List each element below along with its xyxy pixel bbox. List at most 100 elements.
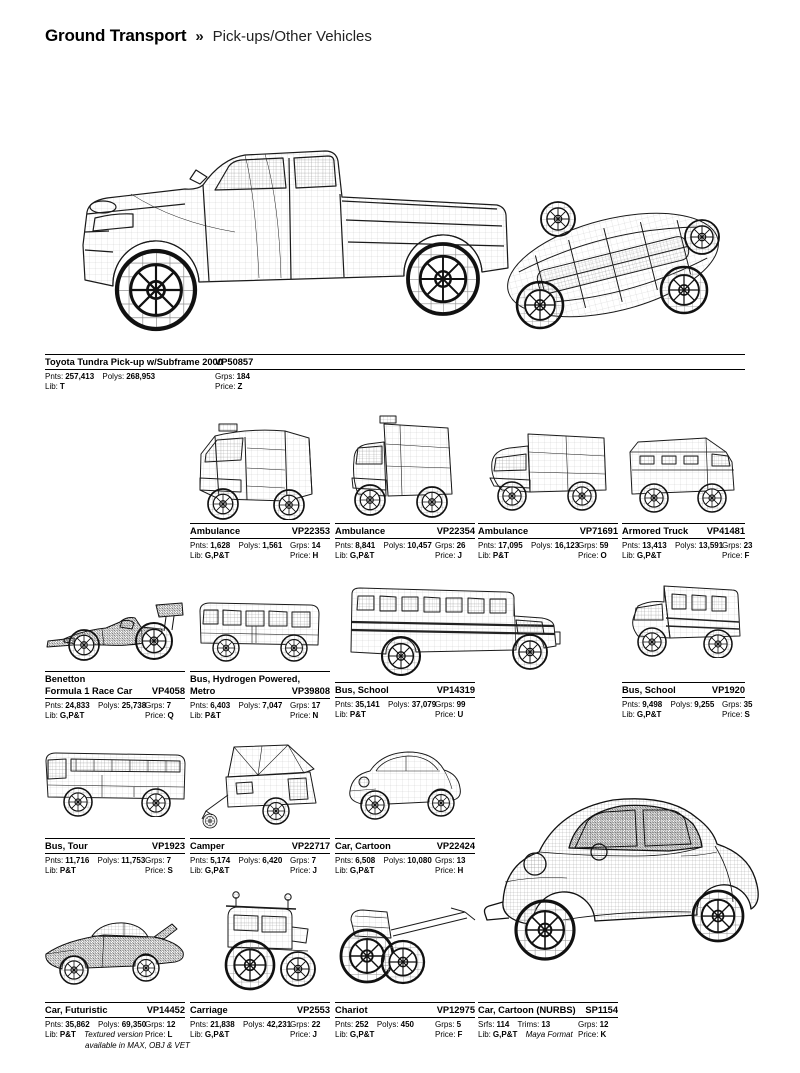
divider xyxy=(478,1002,618,1003)
divider xyxy=(622,523,745,524)
stat-lib: Lib:G,P&T xyxy=(622,551,661,560)
divider xyxy=(190,697,330,699)
stat-label: Grps: xyxy=(145,855,165,865)
stats-line: Pnts:6,508 Polys:10,080 Grps:13 xyxy=(335,856,475,867)
stat-label: Lib: xyxy=(335,1030,348,1039)
stat-polys: Polys:10,080 xyxy=(384,856,432,865)
stat-value: Z xyxy=(237,382,243,391)
stat-value: 5 xyxy=(456,1019,462,1029)
stat-label: Polys: xyxy=(387,699,410,709)
stat-polys: Polys:450 xyxy=(377,1020,414,1029)
stat-label: Pnts: xyxy=(335,1019,354,1029)
stat-value: 114 xyxy=(496,1019,510,1029)
stat-lib: Lib:G,P&T xyxy=(190,866,229,875)
stat-polys: Polys:6,420 xyxy=(239,856,283,865)
stat-lib: Lib:P&T xyxy=(45,866,76,875)
stats-line: Lib:T Price:Z xyxy=(45,382,745,393)
stat-price: Price:H xyxy=(435,866,463,877)
divider xyxy=(45,1016,185,1018)
model-title: Toyota Tundra Pick-up w/Subframe 2000 xyxy=(45,356,223,367)
stat-price: Price:S xyxy=(722,710,750,721)
stat-value: J xyxy=(312,866,317,875)
model-code: VP39808 xyxy=(291,685,330,696)
stat-value: F xyxy=(744,551,750,560)
stat-value: 257,413 xyxy=(65,371,95,381)
stat-value: K xyxy=(600,1030,607,1039)
stat-grps: Grps:12 xyxy=(145,1020,175,1031)
stat-price: Price:L xyxy=(145,1030,172,1041)
stat-polys: Polys:13,591 xyxy=(675,541,723,550)
model-stats: Pnts:13,413 Polys:13,591 Grps:23 Lib:G,P… xyxy=(622,539,752,562)
stat-label: Pnts: xyxy=(478,540,497,550)
stat-polys: Polys:9,255 xyxy=(671,700,715,709)
stats-line: Lib:G,P&T Price:F xyxy=(335,1030,475,1041)
catalog-entry-tour-bus: Bus, Tour VP1923 Pnts:11,716 Polys:11,75… xyxy=(45,838,185,877)
divider xyxy=(190,523,330,524)
stat-polys: Polys:10,457 xyxy=(384,541,432,550)
model-title: Ambulance xyxy=(335,525,386,536)
model-code: VP2553 xyxy=(296,1004,330,1015)
divider xyxy=(45,852,185,854)
stat-label: Grps: xyxy=(215,371,235,381)
stat-label: Price: xyxy=(290,866,311,875)
model-title: Car, Futuristic xyxy=(45,1004,108,1015)
stat-polys: Polys:37,079 xyxy=(388,700,436,709)
stat-label: Polys: xyxy=(238,700,261,710)
stat-price: Price:J xyxy=(435,551,462,562)
divider xyxy=(190,537,330,539)
stat-value: 24,833 xyxy=(65,700,90,710)
divider xyxy=(335,852,475,854)
stats-line: Pnts:9,498 Polys:9,255 Grps:35 xyxy=(622,700,752,711)
stat-value: G,P&T xyxy=(59,711,85,720)
stats-line: Pnts:1,628 Polys:1,561 Grps:14 xyxy=(190,541,330,552)
model-title: Car, Cartoon (NURBS) xyxy=(478,1004,576,1015)
model-code: VP71691 xyxy=(579,525,618,536)
stats-line: Lib:G,P&T Price:Q xyxy=(45,711,185,722)
model-title: Camper xyxy=(190,840,225,851)
catalog-entry-armored-truck: Armored Truck VP41481 Pnts:13,413 Polys:… xyxy=(622,523,752,562)
stats-line: Lib:G,P&T Price:S xyxy=(622,710,750,721)
ambulance-wireframe xyxy=(489,433,607,511)
stat-grps: Grps:7 xyxy=(290,856,316,867)
stat-label: Pnts: xyxy=(335,855,354,865)
stat-pnts: Pnts:11,716 xyxy=(45,856,89,865)
stat-value: 69,350 xyxy=(121,1019,147,1029)
model-stats: Srfs:114 Trims:13 Grps:12 Lib:G,P&T Maya… xyxy=(478,1018,618,1041)
stat-label: Lib: xyxy=(45,866,58,875)
ambulance-vp22354-image xyxy=(338,402,463,520)
catalog-entry-chariot: Chariot VP12975 Pnts:252 Polys:450 Grps:… xyxy=(335,1002,475,1041)
stats-line: Pnts:35,862 Polys:69,350 Grps:12 xyxy=(45,1020,185,1031)
texture-note-line2: available in MAX, OBJ & VET xyxy=(85,1040,190,1050)
divider xyxy=(622,537,745,539)
stat-grps: Grps:14 xyxy=(290,541,320,552)
stat-label: Polys: xyxy=(97,1019,120,1029)
stat-value: 13 xyxy=(541,1019,551,1029)
catalog-entry-cartoon-nurbs: Car, Cartoon (NURBS) SP1154 Srfs:114 Tri… xyxy=(478,1002,618,1041)
divider xyxy=(190,671,330,672)
stat-label: Lib: xyxy=(335,710,348,719)
stat-value: 12 xyxy=(166,1019,176,1029)
stat-value: G,P&T xyxy=(349,866,375,875)
tour-bus-image xyxy=(38,745,193,817)
stat-value: 42,231 xyxy=(266,1019,292,1029)
stat-pnts: Pnts:35,862 xyxy=(45,1020,90,1029)
stats-line: Pnts:11,716 Polys:11,753 Grps:7 xyxy=(45,856,185,867)
stat-label: Pnts: xyxy=(45,1019,64,1029)
stat-label: Grps: xyxy=(145,700,165,710)
model-stats: Pnts:252 Polys:450 Grps:5 Lib:G,P&T Pric… xyxy=(335,1018,475,1041)
stats-line: Pnts:21,838 Polys:42,231 Grps:22 xyxy=(190,1020,330,1031)
stat-label: Polys: xyxy=(238,540,261,550)
stat-srfs: Srfs:114 xyxy=(478,1020,509,1029)
stat-value: G,P&T xyxy=(349,551,375,560)
divider xyxy=(45,1002,185,1003)
stat-value: 12 xyxy=(599,1019,609,1029)
stat-lib: Lib:G,P&T xyxy=(190,551,229,560)
stat-value: 14 xyxy=(311,540,321,550)
stat-price: Price:J xyxy=(290,866,317,877)
stat-value: 450 xyxy=(400,1019,414,1029)
divider xyxy=(622,696,745,698)
divider xyxy=(478,1016,618,1018)
model-title: Armored Truck xyxy=(622,525,689,536)
model-stats: Pnts:17,095 Polys:16,123 Grps:59 Lib:P&T… xyxy=(478,539,618,562)
stat-pnts: Pnts:21,838 xyxy=(190,1020,235,1029)
